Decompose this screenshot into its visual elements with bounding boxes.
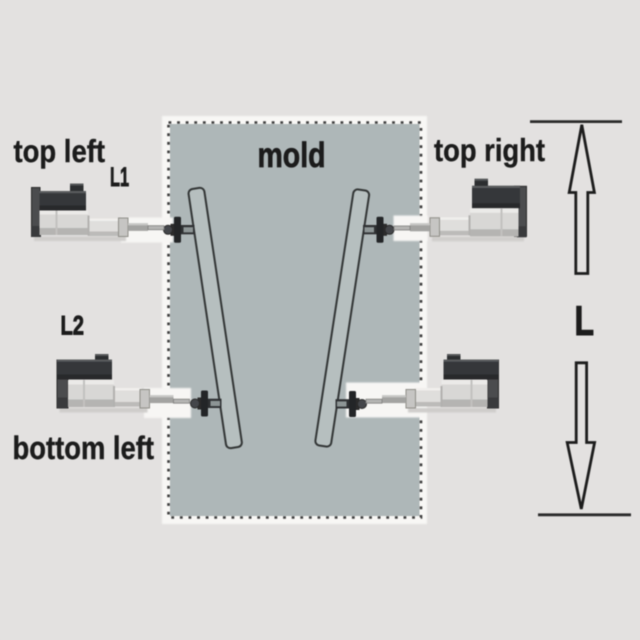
svg-text:bottom left: bottom left [13,430,155,466]
svg-text:L1: L1 [110,162,129,192]
svg-text:L2: L2 [61,311,85,341]
svg-text:top left: top left [14,133,106,169]
svg-text:mold: mold [258,136,326,175]
svg-text:top right: top right [434,132,545,168]
svg-text:L: L [575,297,595,344]
